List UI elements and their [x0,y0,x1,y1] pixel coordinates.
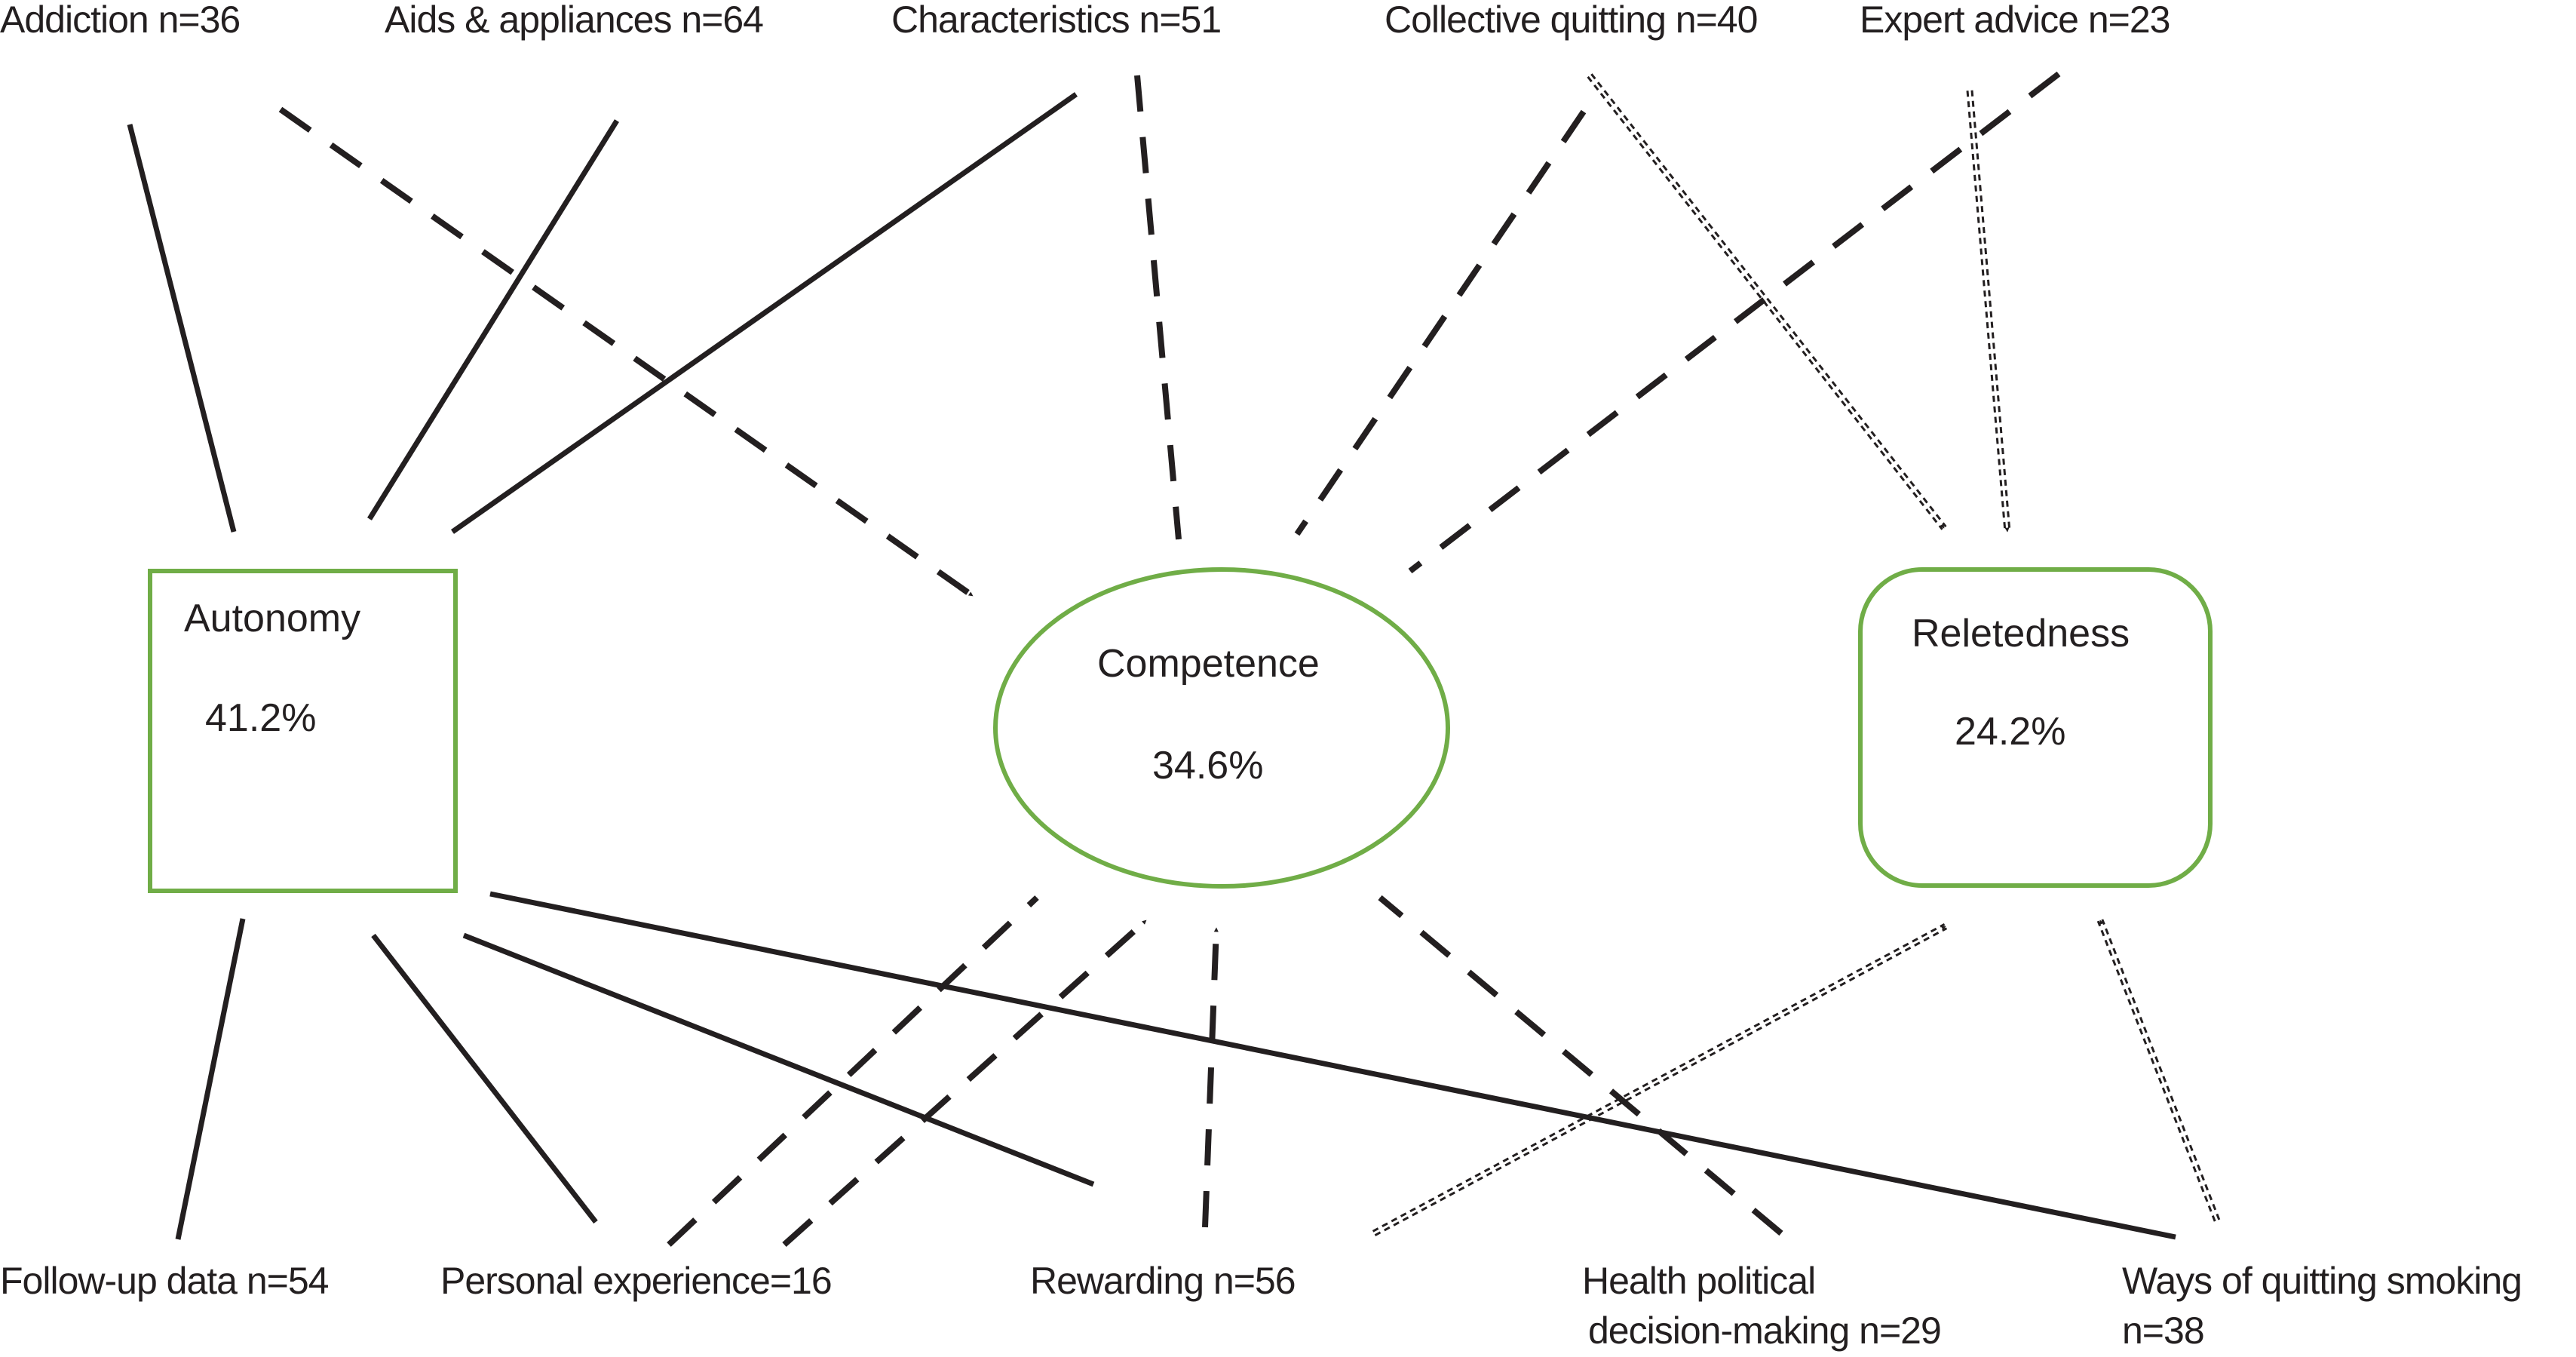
edge-personal-to-competence[interactable] [667,895,1039,1247]
source-label-addiction: Addiction n=36 [0,0,241,41]
edge-health-to-competence[interactable] [1378,895,1783,1236]
edge-aids-to-competence[interactable] [278,106,975,599]
source-label-rewarding: Rewarding n=56 [1030,1260,1296,1302]
edge-collective-to-relatedness-strand [1590,73,1947,528]
source-label-personal-experience: Personal experience=16 [440,1260,833,1302]
edge-rewarding-to-competence-2[interactable] [782,918,1148,1247]
edge-health-to-relatedness-strand [1374,927,1948,1236]
edge-health-to-relatedness[interactable] [1940,926,1946,931]
edge-expert-to-relatedness-strand [1970,90,2011,532]
edges-layer [127,71,2221,1247]
edge-ways-to-relatedness-strand [2101,919,2221,1220]
edge-rewarding-to-competence[interactable] [1202,927,1219,1228]
relatedness-value: 24.2% [1955,710,2066,754]
relatedness-node[interactable] [1858,567,2213,888]
source-label-collective-quitting: Collective quitting n=40 [1385,0,1758,41]
autonomy-label: Autonomy [184,597,361,640]
source-label-health-political-line2: decision-making n=29 [1588,1309,1942,1352]
edge-health-to-relatedness-strand [1372,923,1946,1233]
edge-followup-to-autonomy[interactable] [175,918,246,1240]
edge-ways-to-autonomy[interactable] [489,891,2176,1240]
edge-collective-to-competence[interactable] [1294,109,1587,536]
source-label-expert-advice: Expert advice n=23 [1860,0,2170,41]
edge-rewarding-to-autonomy[interactable] [462,932,1095,1187]
source-label-follow-up-data: Follow-up data n=54 [0,1260,329,1302]
competence-label: Competence [1097,642,1320,686]
edge-characteristics-to-competence[interactable] [1134,75,1182,540]
edge-expert-to-relatedness-strand [1966,91,2007,533]
competence-node-ellipse[interactable] [993,567,1450,889]
source-label-health-political-line1: Health political [1582,1260,1816,1302]
relatedness-label: Reletedness [1912,612,2130,655]
edge-ways-to-relatedness-strand [2096,920,2216,1222]
source-label-aids-appliances: Aids & appliances n=64 [385,0,764,41]
edge-characteristics-to-autonomy[interactable] [450,92,1078,534]
edge-ways-to-relatedness[interactable] [2099,920,2104,926]
source-label-ways-of-quitting-line1: Ways of quitting smoking [2122,1260,2522,1302]
edge-expert-to-competence[interactable] [1408,71,2061,574]
source-label-ways-of-quitting-line2: n=38 [2122,1309,2205,1352]
edge-addiction-to-autonomy[interactable] [127,124,237,533]
edge-collective-to-relatedness-strand [1587,75,1943,530]
autonomy-value: 41.2% [205,696,317,740]
source-label-characteristics: Characteristics n=51 [891,0,1222,41]
competence-value: 34.6% [1152,744,1264,787]
edge-aids-to-autonomy[interactable] [367,119,619,520]
edge-personal-to-autonomy[interactable] [371,933,598,1224]
edge-collective-to-relatedness[interactable] [1940,523,1945,529]
autonomy-node[interactable] [148,569,458,893]
